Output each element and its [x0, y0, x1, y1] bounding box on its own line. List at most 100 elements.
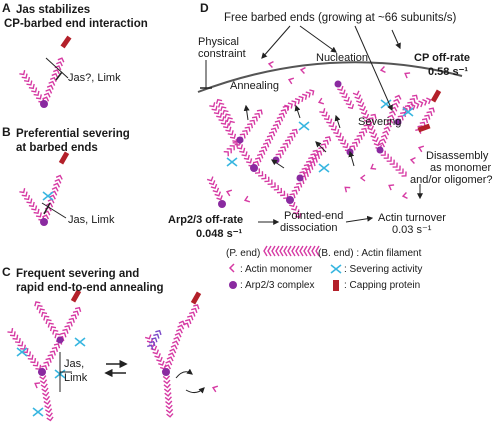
actin-filament	[352, 90, 383, 150]
actin-monomer	[379, 66, 386, 74]
severing-mark	[226, 157, 238, 167]
disassembly-3: and/or oligomer?	[410, 174, 493, 186]
capping-protein	[417, 123, 431, 133]
panel-letter-d: D	[200, 1, 209, 15]
severing-mark	[74, 337, 86, 347]
disassembly-2: as monomer	[430, 162, 492, 174]
severing-mark	[42, 191, 54, 201]
actin-monomer	[404, 72, 411, 79]
physical-constraint-2: constraint	[198, 48, 246, 60]
curved-arrow-c1	[175, 368, 193, 379]
legend-graphics	[228, 245, 342, 291]
arp23-complex	[334, 80, 342, 88]
actin-monomer	[344, 186, 351, 193]
legend-capping-icon	[333, 280, 339, 291]
actin-filament	[209, 102, 257, 171]
legend-actin-filament	[263, 245, 320, 257]
panel-b-title-1: Preferential severing	[16, 128, 130, 140]
actin-filament	[287, 136, 332, 202]
actin-filament	[297, 149, 319, 180]
actin-filament	[147, 329, 162, 350]
arp23-complex	[286, 196, 294, 204]
panel-c-inhibitor-1: Jas,	[64, 358, 85, 370]
legend-arp23: : Arp2/3 complex	[240, 280, 315, 291]
severing-mark	[298, 121, 310, 131]
panel-b-title-2: at barbed ends	[16, 142, 98, 154]
arp-offrate-label: Arp2/3 off-rate	[168, 214, 244, 226]
actin-monomer	[388, 184, 395, 191]
severing-mark	[318, 163, 330, 173]
curved-arrow-c2	[185, 387, 205, 394]
small-arrow-5	[271, 159, 285, 169]
severing-marks	[16, 99, 414, 417]
arp23-complex	[56, 336, 64, 344]
membrane-arc	[197, 61, 463, 93]
actin-filament	[237, 109, 263, 142]
arp23-complex	[218, 200, 226, 208]
arp23-complex	[40, 100, 48, 108]
actin-monomer	[359, 174, 366, 182]
inhibition-bar-a	[55, 71, 63, 81]
actin-filament	[162, 371, 174, 418]
arrow-annealing	[261, 25, 291, 59]
arp23-complex	[250, 164, 258, 172]
arp23-complexes	[38, 80, 402, 376]
actin-turnover-1: Actin turnover	[378, 212, 446, 224]
legend-monomer: : Actin monomer	[240, 264, 313, 275]
actin-monomers	[34, 60, 425, 393]
legend-severing-icon	[330, 264, 342, 274]
inhibition-line-a	[45, 57, 69, 79]
panel-c-title-2: rapid end-to-end annealing	[16, 282, 164, 294]
actin-filament	[183, 304, 200, 328]
capping-protein	[70, 289, 82, 303]
actin-monomer	[267, 60, 274, 68]
capping-protein	[60, 35, 72, 49]
actin-turnover-2: 0.03 s⁻¹	[392, 224, 432, 236]
legend-arp23-icon	[229, 281, 237, 289]
arrow-nucleation	[299, 25, 337, 53]
actin-monomer	[409, 156, 416, 164]
actin-monomer	[317, 97, 325, 105]
inhibition-bracket-c	[59, 352, 72, 392]
pointed-end-2: dissociation	[280, 222, 338, 234]
actin-monomer	[299, 66, 306, 74]
actin-filament	[402, 97, 432, 114]
panel-a-inhibitor: Jas?, Limk	[68, 72, 121, 84]
small-arrow-3	[315, 141, 327, 153]
severing-mark	[402, 107, 414, 117]
panel-a-title-2: CP-barbed end interaction	[4, 18, 148, 30]
arp23-complex	[40, 218, 48, 226]
actin-monomer	[211, 385, 219, 393]
actin-monomer	[370, 163, 377, 170]
small-arrow-2	[294, 104, 301, 119]
arrow-pointed-end	[345, 215, 374, 223]
actin-filament	[34, 301, 63, 342]
panel-a-title-1: Jas stabilizes	[16, 4, 91, 16]
annealing-label: Annealing	[230, 80, 279, 92]
actin-monomer	[417, 145, 425, 153]
capping-protein	[58, 151, 70, 165]
actin-filament	[376, 94, 402, 152]
actin-monomer	[243, 195, 251, 203]
pointed-end-1: Pointed-end	[284, 210, 344, 222]
capping-proteins	[58, 35, 442, 305]
actin-filament	[250, 105, 290, 170]
panel-b-inhibitor: Jas, Limk	[68, 214, 115, 226]
legend-barbed-end: (B. end) : Actin filament	[318, 248, 422, 259]
actin-monomer	[225, 189, 233, 197]
panel-c-title-1: Frequent severing and	[16, 268, 140, 280]
free-barbed-ends-label: Free barbed ends (growing at ~66 subunit…	[224, 12, 457, 24]
arp23-complex	[296, 174, 304, 182]
actin-monomer	[401, 192, 408, 200]
small-arrow-4	[334, 114, 341, 129]
capping-protein	[190, 291, 202, 305]
inhibition-bar-b	[43, 202, 51, 215]
small-arrow-1	[243, 104, 250, 121]
actin-filament	[40, 57, 65, 106]
legend-severing: : Severing activity	[344, 264, 423, 275]
nucleation-label: Nucleation	[316, 52, 368, 64]
capping-protein	[430, 89, 442, 103]
legend-capping: : Capping protein	[344, 280, 421, 291]
disassembly-1: Disassembly	[426, 150, 489, 162]
